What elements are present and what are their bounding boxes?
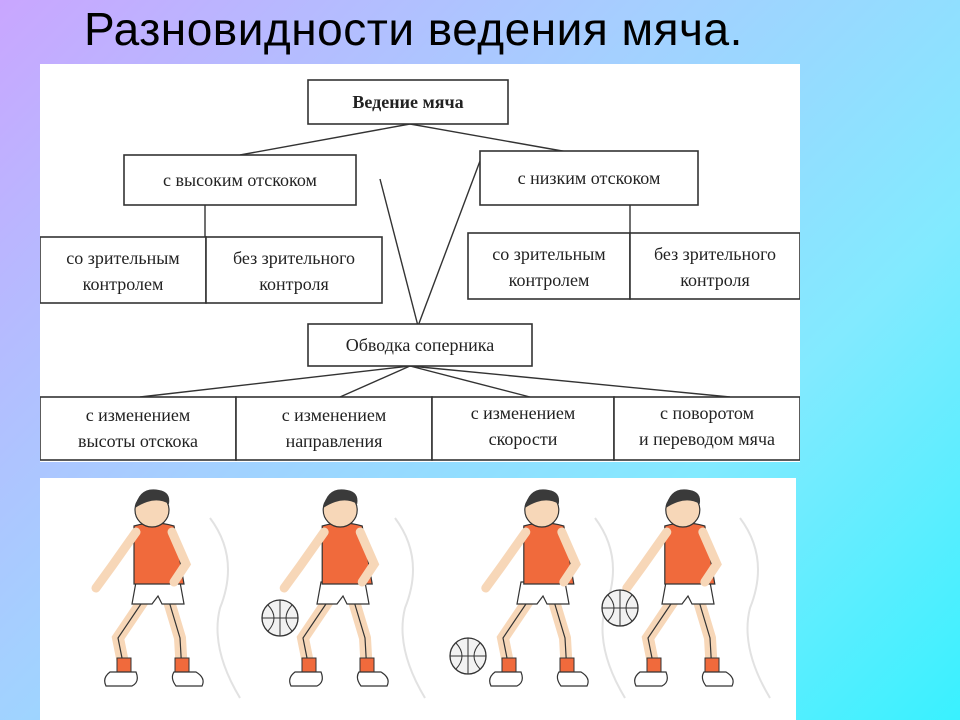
player-figure	[91, 489, 241, 699]
dribble-direction-line1: с изменением	[282, 405, 387, 425]
background-sketch	[394, 517, 426, 699]
node-dribble-label: Обводка соперника	[346, 335, 494, 355]
node-dribble-height	[40, 396, 237, 461]
node-low-novisual	[629, 232, 800, 300]
dribble-speed-line2: скорости	[489, 429, 558, 449]
shorts	[661, 581, 715, 605]
arm-left	[622, 527, 672, 593]
basketball-seams	[450, 638, 486, 674]
hair	[524, 489, 560, 508]
node-high-novisual	[205, 236, 383, 304]
arm-right	[557, 527, 581, 587]
low-visual-line2: контролем	[509, 270, 590, 290]
arm-left	[91, 527, 141, 593]
shoe-right	[556, 671, 589, 687]
arm-right	[167, 527, 192, 587]
node-high-bounce	[123, 154, 357, 206]
basketball-seams	[262, 600, 298, 636]
arm-right	[698, 527, 722, 587]
hair	[135, 489, 170, 508]
player-figure	[261, 489, 426, 699]
sock-right	[359, 657, 375, 673]
dribble-turn-line2: и переводом мяча	[639, 429, 775, 449]
arm-right	[355, 527, 380, 587]
low-novisual-line2: контроля	[680, 270, 750, 290]
connector-high-dribble	[379, 178, 419, 327]
connector-dribble-3	[409, 365, 531, 398]
connector-low-dribble	[417, 160, 481, 327]
diagram-canvas: Ведение мяча с высоким отскоком с низким…	[40, 79, 800, 461]
illustration-canvas	[91, 489, 771, 699]
player-figure	[449, 489, 626, 699]
node-dribble	[307, 323, 533, 367]
dribble-height-line1: с изменением	[86, 405, 191, 425]
high-visual-line2: контролем	[83, 274, 164, 294]
connector-dribble-1	[139, 365, 411, 398]
shoe-right	[701, 671, 734, 687]
connector-root-high	[239, 123, 411, 156]
shoe-right	[171, 671, 204, 687]
hair	[665, 489, 701, 508]
dribble-height-line2: высоты отскока	[78, 431, 198, 451]
shorts	[131, 581, 185, 605]
background-sketch	[209, 517, 241, 699]
sock-right	[704, 657, 720, 673]
node-dribble-speed	[431, 396, 615, 461]
shorts	[316, 581, 370, 605]
sock-right	[559, 657, 575, 673]
low-novisual-line1: без зрительного	[654, 244, 776, 264]
shoe-left	[489, 671, 523, 687]
shoe-right	[356, 671, 389, 687]
node-dribble-direction	[235, 396, 433, 461]
dribble-turn-line1: с поворотом	[660, 403, 754, 423]
high-novisual-line1: без зрительного	[233, 248, 355, 268]
hair	[323, 489, 358, 508]
dribble-speed-line1: с изменением	[471, 403, 576, 423]
connector-dribble-2	[339, 365, 411, 398]
node-dribble-turn	[613, 396, 800, 461]
connector-dribble-4	[409, 365, 731, 398]
high-visual-line1: со зрительным	[66, 248, 179, 268]
shoe-left	[289, 671, 323, 687]
node-high-label: с высоким отскоком	[163, 170, 317, 190]
shoe-left	[634, 671, 668, 687]
dribbling-illustration	[40, 478, 796, 720]
sock-right	[174, 657, 190, 673]
connector-root-low	[409, 123, 586, 156]
node-root	[307, 79, 509, 125]
sock-left	[301, 657, 317, 673]
background-sketch	[739, 517, 771, 699]
arm-left	[279, 527, 329, 593]
node-low-bounce	[479, 150, 699, 206]
dribble-direction-line2: направления	[286, 431, 383, 451]
node-root-label: Ведение мяча	[352, 92, 463, 112]
low-visual-line1: со зрительным	[492, 244, 605, 264]
node-low-label: с низким отскоком	[518, 168, 661, 188]
shoe-left	[104, 671, 138, 687]
sock-left	[646, 657, 662, 673]
sock-left	[501, 657, 517, 673]
player-figure	[601, 489, 771, 699]
sock-left	[116, 657, 132, 673]
hierarchy-diagram: Ведение мяча с высоким отскоком с низким…	[40, 64, 800, 462]
slide-title: Разновидности ведения мяча.	[84, 3, 743, 55]
basketball-seams	[602, 590, 638, 626]
high-novisual-line2: контроля	[259, 274, 329, 294]
connectors	[139, 123, 731, 398]
arm-left	[481, 527, 531, 593]
